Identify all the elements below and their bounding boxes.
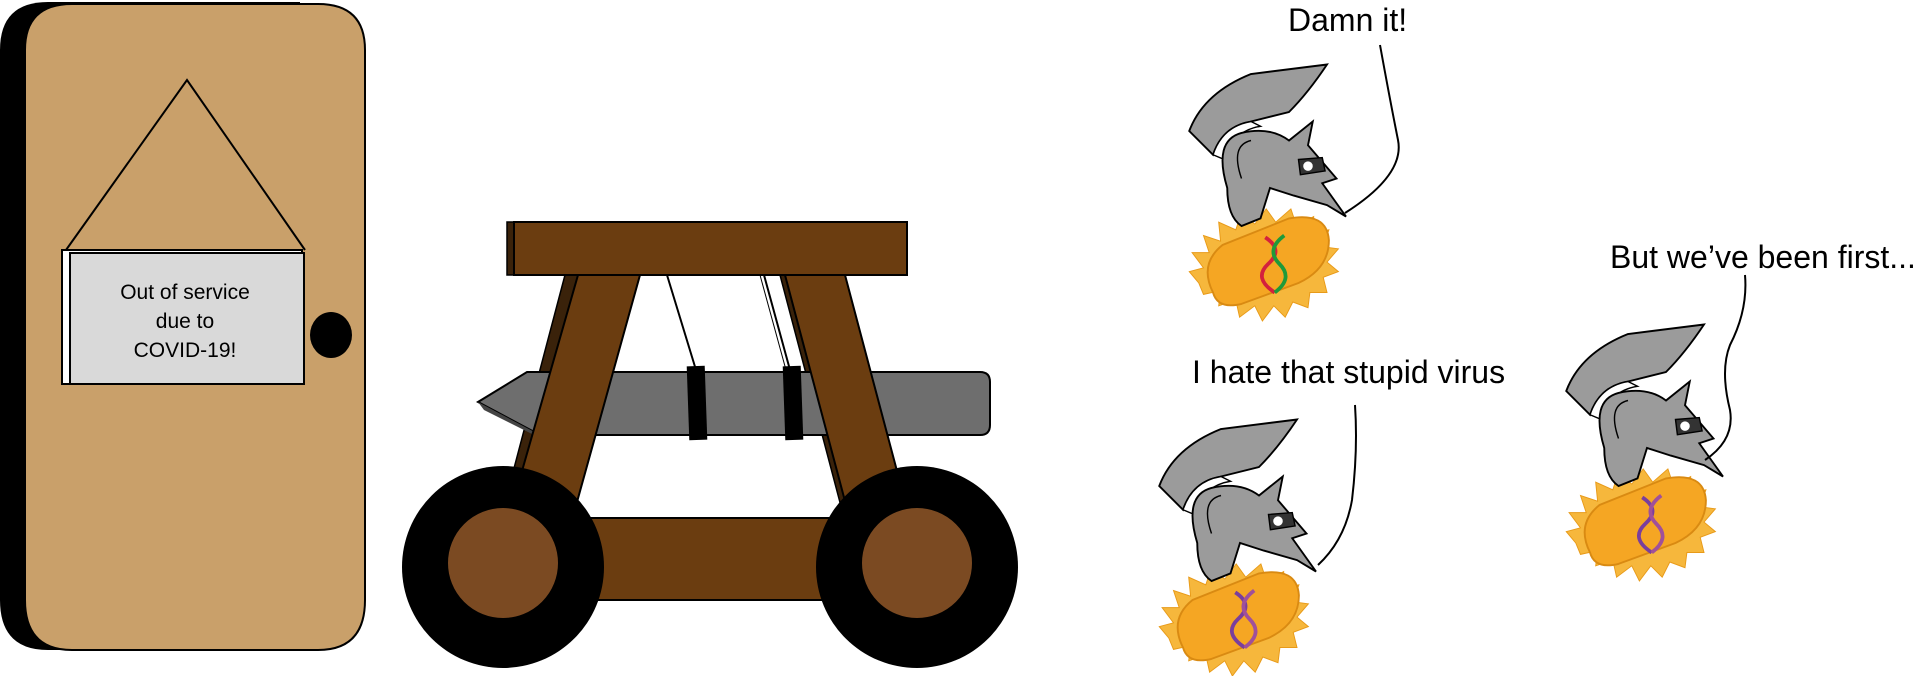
speech-bottom-left: I hate that stupid virus bbox=[1192, 354, 1506, 390]
catapult-top-beam bbox=[513, 221, 908, 276]
arm-strap-right bbox=[782, 365, 804, 441]
sign-line-2: due to bbox=[155, 310, 215, 333]
speech-tail-top bbox=[1344, 44, 1400, 214]
catapult-axle-beam bbox=[559, 517, 861, 601]
sign-line-1: Out of service bbox=[120, 281, 250, 304]
speech-tail-right bbox=[1704, 274, 1747, 461]
bacterium-top bbox=[1188, 63, 1347, 322]
dna-helix-right bbox=[1637, 495, 1655, 555]
sign-line-3: COVID-19! bbox=[133, 339, 237, 362]
speech-top: Damn it! bbox=[1288, 2, 1408, 38]
dna-helix-top bbox=[1260, 235, 1278, 295]
door bbox=[0, 2, 366, 651]
bacterium-right bbox=[1565, 323, 1724, 582]
door-sign-text: Out of service due to COVID-19! bbox=[70, 278, 300, 365]
catapult bbox=[402, 221, 1018, 668]
sign-hanging-string bbox=[65, 78, 306, 251]
speech-right: But we’ve been first... bbox=[1610, 239, 1916, 275]
dna-helix-bottom-left bbox=[1230, 590, 1248, 650]
bacterium-bottom-left bbox=[1158, 418, 1317, 676]
catapult-wheel-right-hub bbox=[860, 506, 974, 620]
door-knob[interactable] bbox=[310, 312, 352, 358]
catapult-wheel-left-hub bbox=[446, 506, 560, 620]
door-sign bbox=[69, 252, 305, 385]
speech-tail-bottom-left bbox=[1317, 404, 1357, 566]
arm-strap-left bbox=[686, 365, 708, 441]
